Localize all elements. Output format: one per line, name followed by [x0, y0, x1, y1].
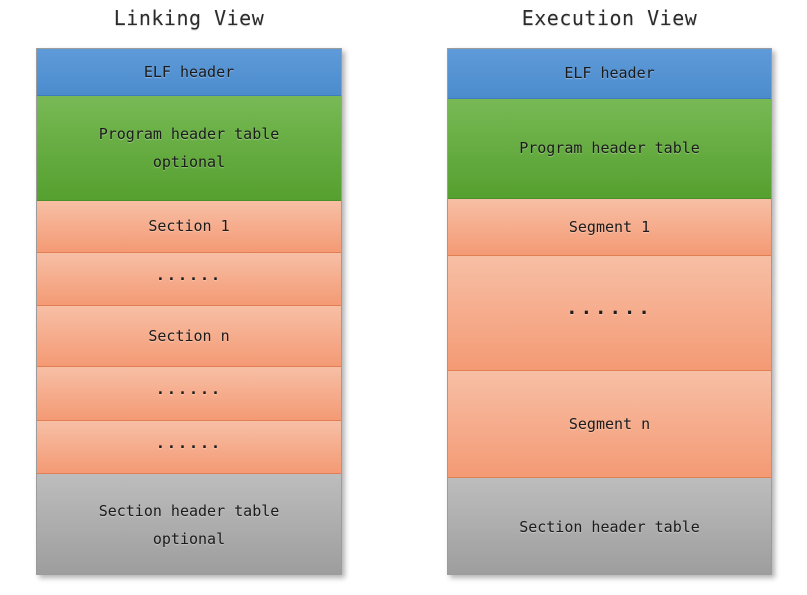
linking-view-title: Linking View [113, 6, 265, 30]
ellipsis-icon: ······ [566, 301, 653, 324]
block-label: Section header table [519, 517, 700, 536]
execution-block-4: ······ [448, 256, 771, 371]
linking-block-5: Section n [37, 306, 341, 367]
block-label: Segment n [568, 414, 651, 433]
linking-block-3: Section 1 [37, 201, 341, 253]
execution-block-2: Program header table [448, 99, 771, 199]
block-label: ELF header [564, 64, 655, 83]
linking-block-7: ······ [37, 421, 341, 474]
block-label: Section header table [98, 501, 280, 520]
ellipsis-icon: ······ [155, 269, 223, 288]
block-label: ELF header [143, 62, 235, 81]
execution-block-6: Section header table [448, 478, 771, 574]
block-sublabel: optional [152, 153, 226, 171]
execution-block-3: Segment 1 [448, 199, 771, 256]
block-sublabel: optional [152, 530, 226, 548]
ellipsis-icon: ······ [155, 384, 223, 402]
block-label: Program header table [98, 124, 280, 143]
linking-block-8: Section header table optional [37, 474, 341, 574]
ellipsis-icon: ······ [155, 437, 223, 456]
execution-view-title: Execution View [521, 6, 698, 30]
block-label: Segment 1 [568, 217, 651, 236]
linking-block-2: Program header table optional [37, 96, 341, 201]
block-label: Program header table [519, 139, 700, 158]
execution-block-1: ELF header [448, 49, 771, 99]
block-label: Section 1 [148, 217, 230, 236]
linking-block-1: ELF header [37, 49, 341, 96]
linking-block-6: ······ [37, 367, 341, 421]
linking-block-4: ······ [37, 253, 341, 306]
execution-block-5: Segment n [448, 371, 771, 478]
block-label: Section n [148, 326, 230, 345]
